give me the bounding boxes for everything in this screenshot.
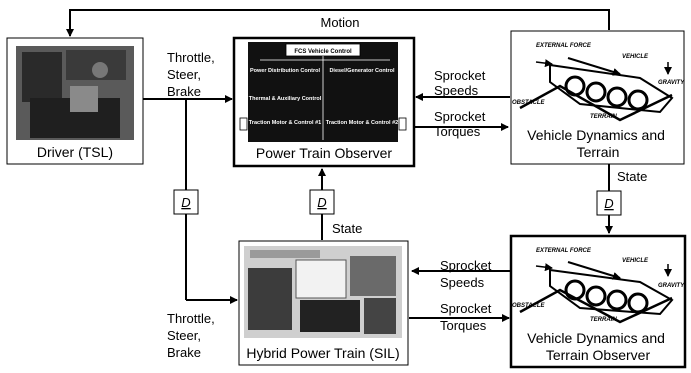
power-dist-label: Power Distribution Control — [250, 68, 320, 74]
svg-text:GRAVITY: GRAVITY — [658, 283, 685, 289]
powertrain-observer-block: FCS Vehicle Control Power Distribution C… — [234, 38, 414, 166]
svg-text:TERRAIN: TERRAIN — [590, 317, 617, 323]
torques-top-label: Sprocket Torques — [434, 109, 489, 139]
tsb-top-label: Throttle, Steer, Brake — [167, 50, 218, 99]
hybrid-powertrain-block: Hybrid Power Train (SIL) — [239, 241, 408, 365]
vehicle-observer-caption: Vehicle Dynamics and Terrain Observer — [527, 330, 669, 363]
delay-label-left: D — [181, 195, 190, 210]
speeds-top-label: Sprocket Speeds — [434, 68, 489, 98]
delay-label-right: D — [604, 196, 613, 211]
fcs-label: FCS Vehicle Control — [294, 49, 352, 55]
driver-block: Driver (TSL) — [7, 38, 143, 164]
state-center-label: State — [332, 221, 362, 236]
hybrid-photo — [244, 246, 402, 338]
vehicle-observer-block: EXTERNAL FORCE VEHICLE GRAVITY OBSTACLE … — [511, 236, 685, 367]
diesel-label: Diesel/Generator Control — [329, 68, 395, 74]
powertrain-observer-caption: Power Train Observer — [256, 145, 392, 161]
svg-text:OBSTACLE: OBSTACLE — [512, 100, 546, 106]
thermal-label: Thermal & Auxiliary Control — [249, 96, 322, 102]
svg-text:EXTERNAL FORCE: EXTERNAL FORCE — [536, 43, 592, 49]
svg-text:TERRAIN: TERRAIN — [590, 114, 617, 120]
tsb-bottom-label: Throttle, Steer, Brake — [167, 311, 218, 360]
svg-text:EXTERNAL FORCE: EXTERNAL FORCE — [536, 248, 592, 254]
vehicle-dynamics-block: EXTERNAL FORCE VEHICLE GRAVITY OBSTACLE … — [511, 31, 685, 164]
driver-caption: Driver (TSL) — [37, 144, 113, 160]
svg-text:VEHICLE: VEHICLE — [622, 54, 649, 60]
traction2-label: Traction Motor & Control #2 — [326, 120, 398, 126]
hybrid-caption: Hybrid Power Train (SIL) — [246, 345, 399, 361]
delay-label-center: D — [317, 195, 326, 210]
driver-photo — [16, 46, 134, 140]
traction1-label: Traction Motor & Control #1 — [249, 120, 321, 126]
speeds-bottom-label: Sprocket Speeds — [440, 258, 495, 290]
motion-label: Motion — [320, 15, 359, 30]
svg-text:VEHICLE: VEHICLE — [622, 258, 649, 264]
svg-text:GRAVITY: GRAVITY — [658, 80, 685, 86]
state-right-label: State — [617, 169, 647, 184]
svg-text:OBSTACLE: OBSTACLE — [512, 303, 546, 309]
